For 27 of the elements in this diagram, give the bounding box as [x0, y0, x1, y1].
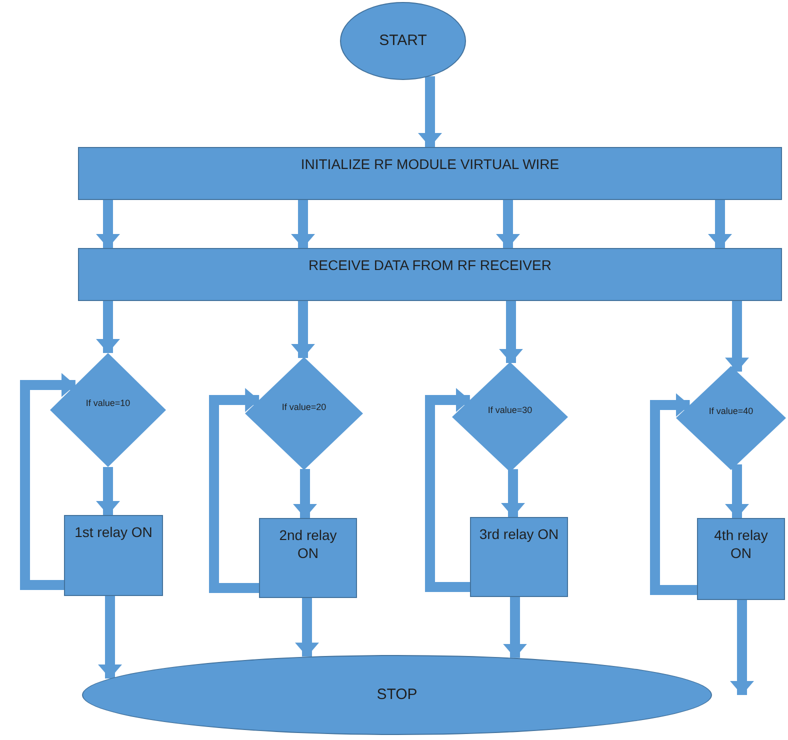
process-box: RECEIVE DATA FROM RF RECEIVER — [78, 248, 782, 301]
block-arrow — [730, 600, 754, 695]
block-arrow — [209, 388, 260, 593]
block-arrow — [503, 597, 527, 658]
process-box: INITIALIZE RF MODULE VIRTUAL WIRE — [78, 147, 782, 200]
block-arrow — [650, 393, 697, 595]
block-arrow — [291, 301, 315, 358]
block-arrow — [96, 467, 120, 515]
block-arrow — [291, 200, 315, 248]
block-arrow — [501, 469, 525, 517]
block-arrow — [98, 596, 122, 679]
block-arrow — [708, 200, 732, 248]
process-box: 1st relay ON — [64, 515, 163, 596]
block-arrow — [96, 200, 120, 248]
terminal-ellipse: STOP — [82, 655, 712, 735]
block-arrow — [499, 301, 523, 363]
block-arrow — [293, 469, 317, 518]
block-arrow — [418, 76, 442, 147]
process-box: 4th relay ON — [697, 518, 785, 600]
block-arrow — [725, 301, 749, 372]
block-arrow — [725, 464, 749, 518]
block-arrow — [96, 301, 120, 353]
process-box: 3rd relay ON — [470, 517, 568, 597]
block-arrow — [496, 200, 520, 248]
process-box: 2nd relay ON — [259, 518, 357, 598]
block-arrow — [295, 598, 319, 657]
terminal-ellipse: START — [340, 2, 466, 80]
